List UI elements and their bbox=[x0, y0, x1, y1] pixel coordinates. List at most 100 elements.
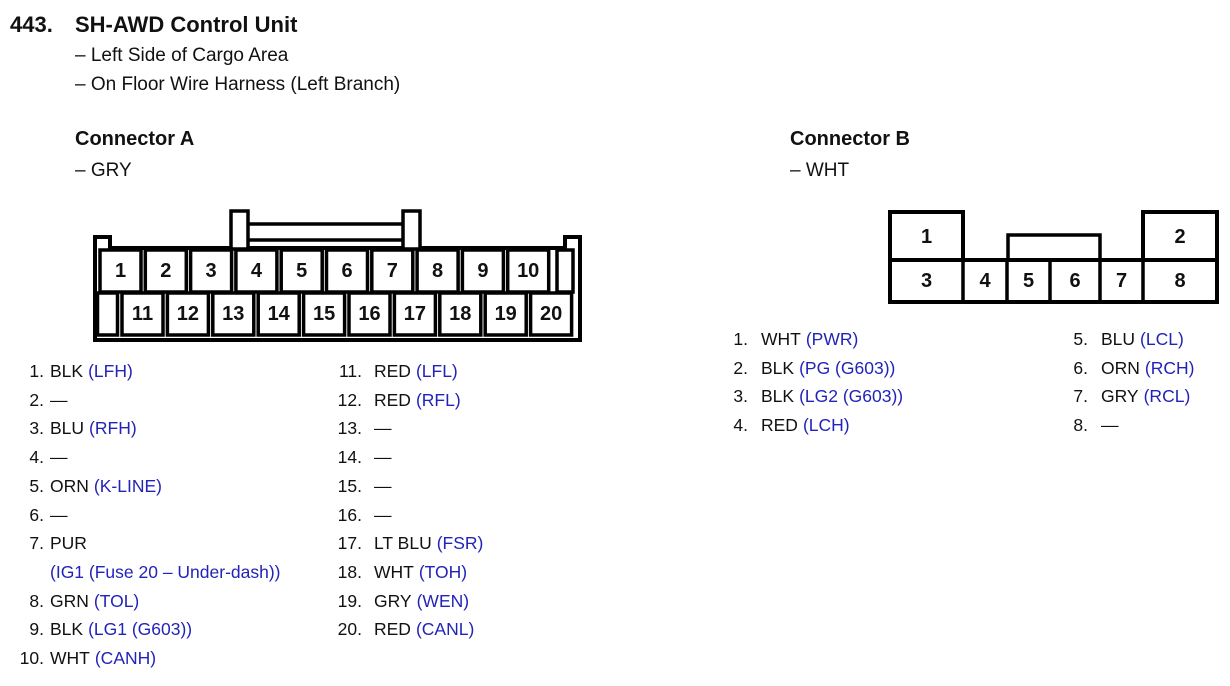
pin-number: 15. bbox=[337, 475, 362, 496]
pin-number: 6 bbox=[1069, 270, 1080, 292]
pin-cell bbox=[460, 248, 506, 294]
pin-number: 11. bbox=[338, 361, 362, 381]
pin-number: 10 bbox=[517, 260, 539, 282]
signal-name: (LCL) bbox=[1140, 329, 1184, 349]
pin-number: 1 bbox=[115, 260, 126, 282]
wire-color: — bbox=[374, 504, 392, 525]
pin-number: 14. bbox=[337, 447, 362, 468]
pin-number: 10. bbox=[19, 648, 44, 669]
pin-number: 17 bbox=[404, 303, 426, 325]
pin-row: 1.WHT(PWR) bbox=[728, 325, 1018, 354]
pin-cell bbox=[211, 291, 256, 337]
pin-row: 15. — bbox=[330, 472, 620, 501]
signal-name: (TOH) bbox=[418, 561, 468, 582]
signal-name: (RCL) bbox=[1143, 386, 1191, 407]
pin-cell bbox=[301, 291, 347, 337]
pin-number: 16 bbox=[358, 303, 380, 325]
pin-row: 7.PUR bbox=[0, 529, 330, 558]
pin-cell bbox=[324, 248, 370, 294]
page-number: 443. bbox=[10, 12, 53, 37]
wire-color: RED bbox=[761, 415, 798, 436]
connector-a-pinlist-col1: 1.BLK(LFH) 2.— 3.BLU(RFH) 4.— 5.ORN(K-LI… bbox=[0, 357, 330, 673]
pin-number: 7 bbox=[1116, 270, 1127, 292]
pin-number: 5 bbox=[296, 260, 307, 282]
pin-number: 2. bbox=[733, 357, 748, 378]
wire-color: — bbox=[50, 389, 68, 410]
wire-color: WHT bbox=[374, 561, 414, 582]
pin-number: 4. bbox=[733, 415, 748, 436]
pin-number: 1 bbox=[921, 226, 932, 248]
pin-row: 16. — bbox=[330, 501, 620, 530]
signal-name: (RFL) bbox=[415, 389, 461, 410]
signal-name: (LFL) bbox=[415, 361, 458, 381]
signal-name: (IG1 (Fuse 20 – Under-dash)) bbox=[50, 561, 281, 582]
pin-number: 2 bbox=[160, 260, 171, 282]
connector-a-color: – GRY bbox=[75, 160, 132, 181]
pin-row: 10.WHT(CANH) bbox=[0, 644, 330, 673]
pin-number: 16. bbox=[337, 504, 362, 525]
location-note-2: – On Floor Wire Harness (Left Branch) bbox=[75, 74, 401, 95]
connector-b-pinlist-col1: 1.WHT(PWR) 2.BLK(PG (G603)) 3.BLK(LG2 (G… bbox=[728, 325, 1018, 440]
connector-b-diagram: 1 2 3 4 5 6 7 8 bbox=[888, 210, 1219, 304]
blank-cell bbox=[555, 248, 575, 294]
pin-number: 12 bbox=[177, 303, 199, 325]
wire-color: BLK bbox=[50, 619, 84, 640]
wire-color: BLK bbox=[50, 361, 84, 381]
connector-a-diagram: 1 2 3 4 5 6 7 8 9 10 11 12 13 14 15 16 1… bbox=[93, 209, 582, 342]
connector-b-tab bbox=[1006, 233, 1102, 264]
pin-number: 20. bbox=[337, 619, 362, 640]
signal-name: (K-LINE) bbox=[93, 475, 162, 496]
pin-row: 20.RED(CANL) bbox=[330, 615, 620, 644]
pin-number: 8 bbox=[1174, 270, 1185, 292]
pin-row: 5.ORN(K-LINE) bbox=[0, 472, 330, 501]
pin-number: 7 bbox=[387, 260, 398, 282]
wire-color: WHT bbox=[50, 648, 90, 669]
wire-color: — bbox=[50, 447, 68, 468]
wire-color: — bbox=[374, 475, 392, 496]
pin-cell bbox=[888, 210, 965, 262]
pin-number: 8. bbox=[29, 590, 44, 611]
pin-number: 11 bbox=[132, 303, 153, 325]
pin-number: 6. bbox=[1073, 357, 1088, 378]
pin-number: 6. bbox=[29, 504, 44, 525]
pin-number: 9. bbox=[29, 619, 44, 640]
pin-cell bbox=[505, 248, 551, 294]
wire-color: — bbox=[374, 447, 392, 468]
signal-name: (TOL) bbox=[93, 590, 140, 611]
pin-row: 2. — bbox=[0, 386, 330, 415]
signal-name: (WEN) bbox=[416, 590, 470, 611]
pin-number: 13. bbox=[337, 418, 362, 439]
wire-color: ORN bbox=[50, 475, 89, 496]
pin-number: 13 bbox=[222, 303, 244, 325]
pin-row: 4.RED(LCH) bbox=[728, 411, 1018, 440]
pin-row: 17.LT BLU(FSR) bbox=[330, 529, 620, 558]
pin-number: 4 bbox=[979, 270, 991, 292]
pin-number: 12. bbox=[337, 389, 362, 410]
signal-name: (RCH) bbox=[1144, 357, 1195, 378]
pin-number: 8. bbox=[1073, 415, 1088, 436]
pin-number: 2. bbox=[29, 389, 44, 410]
pin-number: 7. bbox=[1073, 386, 1088, 407]
pin-number: 19 bbox=[495, 303, 517, 325]
connector-a-pinlist-col2: 11. RED(LFL) 12. RED(RFL) 13. — 14. — 15. — 1… bbox=[330, 357, 620, 644]
pin-number: 9 bbox=[477, 260, 488, 282]
pin-cell bbox=[392, 291, 438, 337]
pin-number: 3. bbox=[733, 386, 748, 407]
pin-cell bbox=[120, 291, 165, 337]
wire-color: GRY bbox=[1101, 386, 1139, 407]
wire-color: — bbox=[374, 418, 392, 439]
pin-number: 18 bbox=[449, 303, 471, 325]
pin-row: 19.GRY(WEN) bbox=[330, 587, 620, 616]
page-title: SH-AWD Control Unit bbox=[75, 12, 298, 37]
wire-color: RED bbox=[374, 361, 411, 381]
pin-number: 3 bbox=[921, 270, 932, 292]
pin-cell bbox=[98, 248, 143, 294]
wire-color: GRN bbox=[50, 590, 89, 611]
pin-number: 2 bbox=[1174, 226, 1185, 248]
pin-cell bbox=[279, 248, 324, 294]
pin-row: 12. RED(RFL) bbox=[330, 386, 620, 415]
wire-color: RED bbox=[374, 389, 411, 410]
pin-row: 3.BLU(RFH) bbox=[0, 414, 330, 443]
pin-row: 8.— bbox=[1068, 411, 1230, 440]
pin-row: 11. RED(LFL) bbox=[330, 357, 620, 386]
